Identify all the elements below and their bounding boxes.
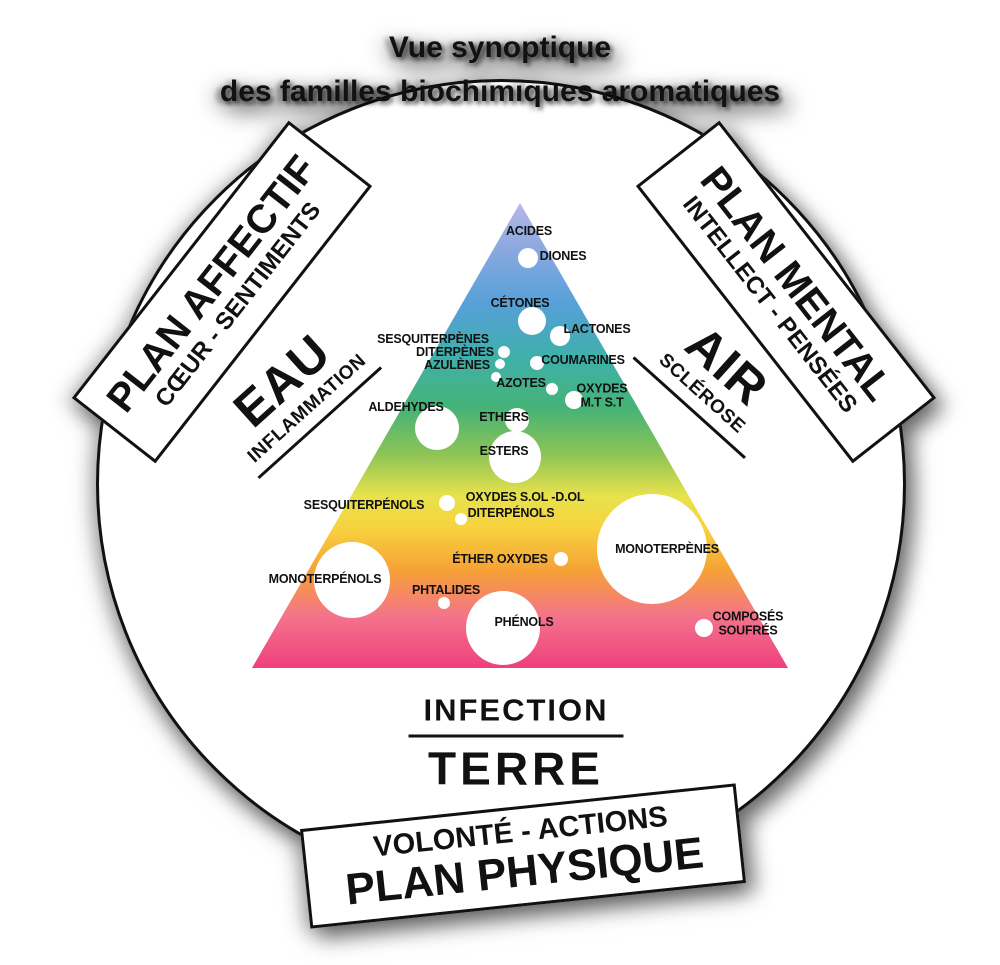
family-label-lactones: LACTONES [563,322,631,337]
family-label-azulenes: AZULÈNES [424,358,490,373]
family-label-oxydes-mt-st: OXYDES M.T S.T [576,381,628,409]
title-line2: des familles biochimiques aromatiques [219,74,781,108]
bubble-sesquiterpenes [498,346,510,358]
bubble-diones [518,248,538,268]
bubble-cetones [518,307,546,335]
bubble-coumarines [530,356,544,370]
element-group-terre: INFECTION TERRE [408,692,624,795]
bubble-ethers [505,408,529,432]
family-label-monoterpenes: MONOTERPÈNES [615,542,719,557]
family-label-esters: ESTERS [479,444,529,459]
divider-terre [408,734,624,738]
family-label-sesquiterpenes: SESQUITERPÈNES [377,332,489,347]
bubble-composes-soufres [695,619,713,637]
element-name-terre: TERRE [428,742,604,795]
bubble-azotes [546,383,558,395]
bubble-oxydes-sol-dol [439,495,455,511]
bubble-lactones [550,326,570,346]
family-label-coumarines: COUMARINES [541,353,625,368]
family-label-phenols: PHÉNOLS [494,615,554,630]
family-label-diterpenes: DITERPÈNES [416,345,494,360]
family-label-oxydes-sol-dol: OXYDES S.OL -D.OL [465,490,585,505]
family-label-cetones: CÉTONES [490,296,550,311]
family-label-aldehydes: ALDEHYDES [368,400,444,415]
bubble-esters [489,431,541,483]
family-label-monoterpenols: MONOTERPÉNOLS [268,572,382,587]
family-label-sesquiterpenols: SESQUITERPÉNOLS [303,498,425,513]
family-label-phtalides: PHTALIDES [411,583,481,598]
bubble-azulenes [491,372,501,382]
family-label-diones: DIONES [539,249,587,264]
diagram-title: Vue synoptique des familles biochimiques… [0,26,1000,113]
bubble-diterpenes [495,359,505,369]
family-label-acides: ACIDES [505,224,553,239]
bubble-monoterpenols [314,542,390,618]
family-label-diterpenols: DITERPÉNOLS [467,506,555,521]
bubble-diterpenols [455,513,467,525]
bubble-phtalides [438,597,450,609]
bubble-monoterpenes [597,494,707,604]
family-label-ethers: ETHERS [479,410,529,425]
family-label-ether-oxydes: ÉTHER OXYDES [452,552,548,567]
title-line1: Vue synoptique [388,31,612,64]
family-label-azotes: AZOTES [496,376,546,391]
bubble-aldehydes [415,406,459,450]
bubble-oxydes-mt-st [565,391,583,409]
family-label-composes-soufres: COMPOSÉS SOUFRÉS [712,609,784,637]
bubble-phenols [466,591,540,665]
condition-label-infection: INFECTION [423,692,609,728]
bubble-ether-oxydes [554,552,568,566]
